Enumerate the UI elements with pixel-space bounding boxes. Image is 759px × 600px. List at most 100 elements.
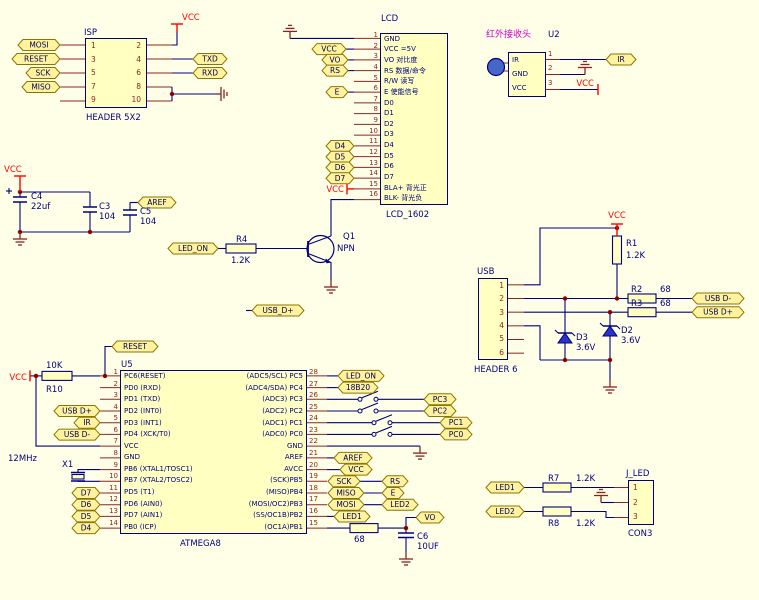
net-flag-txd[interactable]: TXD: [192, 53, 228, 65]
net-flag-mosi[interactable]: MOSI: [327, 498, 365, 511]
ground-symbol[interactable]: [578, 60, 592, 75]
net-flag-vo[interactable]: VO: [321, 53, 349, 66]
net-flag-d7[interactable]: D7: [71, 487, 101, 499]
net-flag-sck[interactable]: SCK: [25, 67, 61, 79]
net-flag-miso[interactable]: MISO: [21, 81, 61, 93]
net-flag-d4[interactable]: D4: [325, 140, 355, 152]
pin-row: (ADC5/SCL) PC5 28: [214, 369, 318, 383]
net-flag-d4[interactable]: D4: [71, 522, 101, 535]
c3-ref: C3: [99, 202, 110, 212]
resistor-r7[interactable]: [542, 482, 572, 493]
net-flag-vo[interactable]: VO: [415, 511, 445, 524]
pin-row: 1: [479, 279, 507, 292]
capacitor-c4[interactable]: [6, 188, 27, 203]
net-label: VO: [425, 513, 436, 522]
net-flag-mosi[interactable]: MOSI: [17, 39, 61, 51]
resistor-r10[interactable]: [41, 370, 73, 381]
net-flag-ir[interactable]: IR: [73, 416, 101, 429]
ground-symbol[interactable]: [399, 552, 413, 566]
component-con3[interactable]: 1 2 3: [628, 480, 654, 525]
net-flag-e[interactable]: E: [381, 487, 405, 499]
net-flag-vcc[interactable]: VCC: [339, 463, 373, 476]
net-label: PC0: [449, 430, 464, 439]
resistor-r2[interactable]: [627, 293, 657, 304]
component-ir-receiver[interactable]: IR 1 GND 2 VCC 3: [508, 51, 552, 97]
capacitor-c6[interactable]: [398, 532, 414, 539]
net-flag-d7[interactable]: D7: [325, 172, 355, 185]
net-flag-pc0[interactable]: PC0: [439, 428, 473, 441]
transistor-q1[interactable]: [306, 234, 335, 281]
pushbutton-switch[interactable]: [357, 390, 379, 402]
net-flag-usb-dminus[interactable]: USB D-: [53, 428, 101, 441]
ground-symbol[interactable]: [603, 380, 617, 394]
net-flag-reset[interactable]: RESET: [111, 340, 159, 353]
pin-number: 20: [309, 460, 318, 469]
net-flag-d6[interactable]: D6: [325, 161, 355, 174]
net-flag-usb-dplus[interactable]: USB D+: [53, 405, 101, 417]
ir-designator: U2: [548, 30, 560, 40]
capacitor-c3[interactable]: [83, 206, 97, 213]
resistor-r8[interactable]: [542, 506, 572, 517]
zener-diode-d2[interactable]: [599, 322, 621, 337]
net-flag-usb-dminus[interactable]: USB D-: [691, 292, 745, 305]
net-flag-pc2[interactable]: PC2: [423, 405, 457, 417]
d2-ref: D2: [621, 326, 633, 336]
net-flag-led2[interactable]: LED2: [485, 505, 525, 518]
component-lcd[interactable]: 1 GND 2 VCC =5V 3 VO 对比度 4 RS 数据/命令 5 R/…: [369, 32, 448, 205]
net-flag-d5[interactable]: D5: [71, 510, 101, 523]
net-flag-led-on[interactable]: LED_ON: [337, 369, 385, 382]
component-atmega8[interactable]: 1 PC6(RESET) 2 PD0 (RXD) 3 PD1 (TXD) 4 P…: [109, 369, 318, 534]
net-flag-aref[interactable]: AREF: [137, 196, 177, 209]
resistor-r4[interactable]: [225, 243, 257, 254]
resistor-r1[interactable]: [611, 235, 623, 265]
net-flag-led1[interactable]: LED1: [333, 510, 371, 523]
net-flag-reset[interactable]: RESET: [11, 53, 61, 65]
vcc-power-port[interactable]: VCC: [326, 183, 354, 195]
pin-row: 1 2: [86, 39, 146, 53]
net-flag-led1[interactable]: LED1: [485, 481, 525, 494]
ground-symbol[interactable]: [283, 24, 297, 39]
net-flag-rxd[interactable]: RXD: [192, 67, 228, 79]
net-flag-rs[interactable]: RS: [321, 64, 349, 77]
net-flag-usb-dplus[interactable]: USB_D+: [251, 304, 305, 317]
vcc-power-port[interactable]: VCC: [576, 79, 599, 95]
vcc-power-port[interactable]: VCC: [608, 211, 626, 236]
net-flag-d5[interactable]: D5: [325, 150, 355, 163]
pin-row: (OC1A)PB1 15: [214, 519, 318, 534]
net-flag-ir[interactable]: IR: [605, 53, 637, 66]
resistor-r3[interactable]: [627, 307, 657, 318]
component-usb-header[interactable]: 1 2 3 4 5 6: [478, 278, 508, 360]
net-flag-d6[interactable]: D6: [71, 498, 101, 511]
pushbutton-switch[interactable]: [371, 414, 393, 426]
vcc-power-port[interactable]: VCC: [4, 165, 26, 192]
component-isp-header[interactable]: 1 2 3 4 5 6 7 8 9 10: [85, 38, 147, 108]
net-flag-rs[interactable]: RS: [381, 475, 409, 488]
net-flag-miso[interactable]: MISO: [327, 487, 365, 499]
pushbutton-switch[interactable]: [357, 402, 379, 414]
net-flag-pc3[interactable]: PC3: [423, 393, 457, 406]
ground-symbol[interactable]: [216, 87, 228, 101]
ground-symbol[interactable]: [13, 232, 27, 246]
vcc-power-port[interactable]: VCC: [171, 13, 200, 32]
net-flag-led2[interactable]: LED2: [381, 498, 419, 511]
pin-label: PD2 (INT0): [124, 407, 162, 416]
net-flag-led-on[interactable]: LED_ON: [167, 242, 219, 255]
ground-symbol[interactable]: [594, 488, 608, 503]
capacitor-c5[interactable]: [123, 209, 137, 216]
net-flag-e[interactable]: E: [325, 86, 349, 99]
ground-symbol[interactable]: [413, 446, 427, 460]
crystal-x1[interactable]: [71, 471, 85, 482]
pin-label: VCC =5V: [384, 45, 416, 54]
vcc-label: VCC: [9, 373, 27, 383]
resistor-r9[interactable]: [349, 523, 379, 534]
net-flag-pc1[interactable]: PC1: [439, 416, 473, 429]
ground-symbol[interactable]: [324, 280, 338, 294]
vcc-power-port[interactable]: VCC: [9, 370, 31, 383]
net-flag-18b20[interactable]: 18B20: [337, 381, 379, 394]
pushbutton-switch[interactable]: [371, 425, 393, 437]
zener-diode-d3[interactable]: [554, 329, 576, 344]
net-flag-aref[interactable]: AREF: [333, 451, 373, 464]
net-flag-sck[interactable]: SCK: [327, 475, 361, 488]
net-flag-usb-dplus[interactable]: USB D+: [691, 306, 745, 319]
net-flag-vcc[interactable]: VCC: [311, 43, 347, 56]
